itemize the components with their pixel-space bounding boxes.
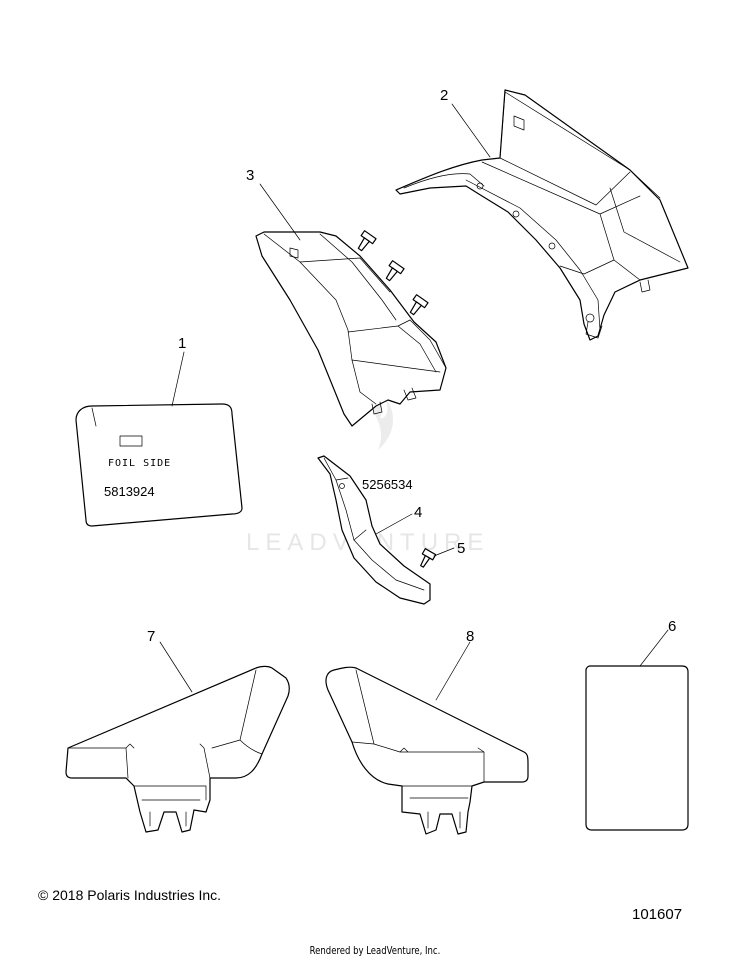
leader-line-6 — [639, 629, 669, 667]
leader-line-8 — [435, 641, 471, 701]
part-number-1: 5813924 — [104, 484, 155, 499]
part-number-4: 5256534 — [362, 477, 413, 492]
decal-label: FOIL SIDE — [108, 458, 171, 469]
callout-8: 8 — [466, 628, 474, 645]
callout-4: 4 — [414, 504, 422, 521]
callout-1: 1 — [178, 335, 186, 352]
push-rivet — [385, 260, 405, 282]
leader-line-1 — [171, 351, 185, 407]
part-2-rear-shroud — [395, 89, 689, 341]
rendered-by-credit: Rendered by LeadVenture, Inc. — [309, 944, 441, 957]
push-rivet-fasteners — [357, 230, 429, 316]
diagram-id: 101607 — [632, 906, 683, 923]
callout-2: 2 — [440, 87, 448, 104]
callout-6: 6 — [668, 618, 676, 635]
part-5-screw — [420, 548, 437, 568]
push-rivet — [357, 230, 377, 252]
callout-3: 3 — [246, 167, 254, 184]
part-8-right-panel — [325, 666, 529, 835]
copyright-text: © 2018 Polaris Industries Inc. — [38, 887, 222, 903]
part-6-sheet — [585, 665, 689, 831]
part-4-bracket — [317, 455, 431, 605]
leader-line-5 — [433, 547, 455, 557]
leader-line-4 — [375, 513, 413, 535]
callout-5: 5 — [457, 540, 465, 557]
part-7-left-panel — [65, 665, 290, 833]
push-rivet — [409, 294, 429, 316]
leader-line-7 — [159, 641, 193, 693]
leader-line-2 — [451, 103, 491, 158]
leader-line-3 — [259, 183, 301, 241]
callout-7: 7 — [147, 628, 155, 645]
part-3-front-shroud — [255, 231, 447, 427]
part-1-foil-decal: FOIL SIDE 5813924 — [75, 403, 243, 527]
